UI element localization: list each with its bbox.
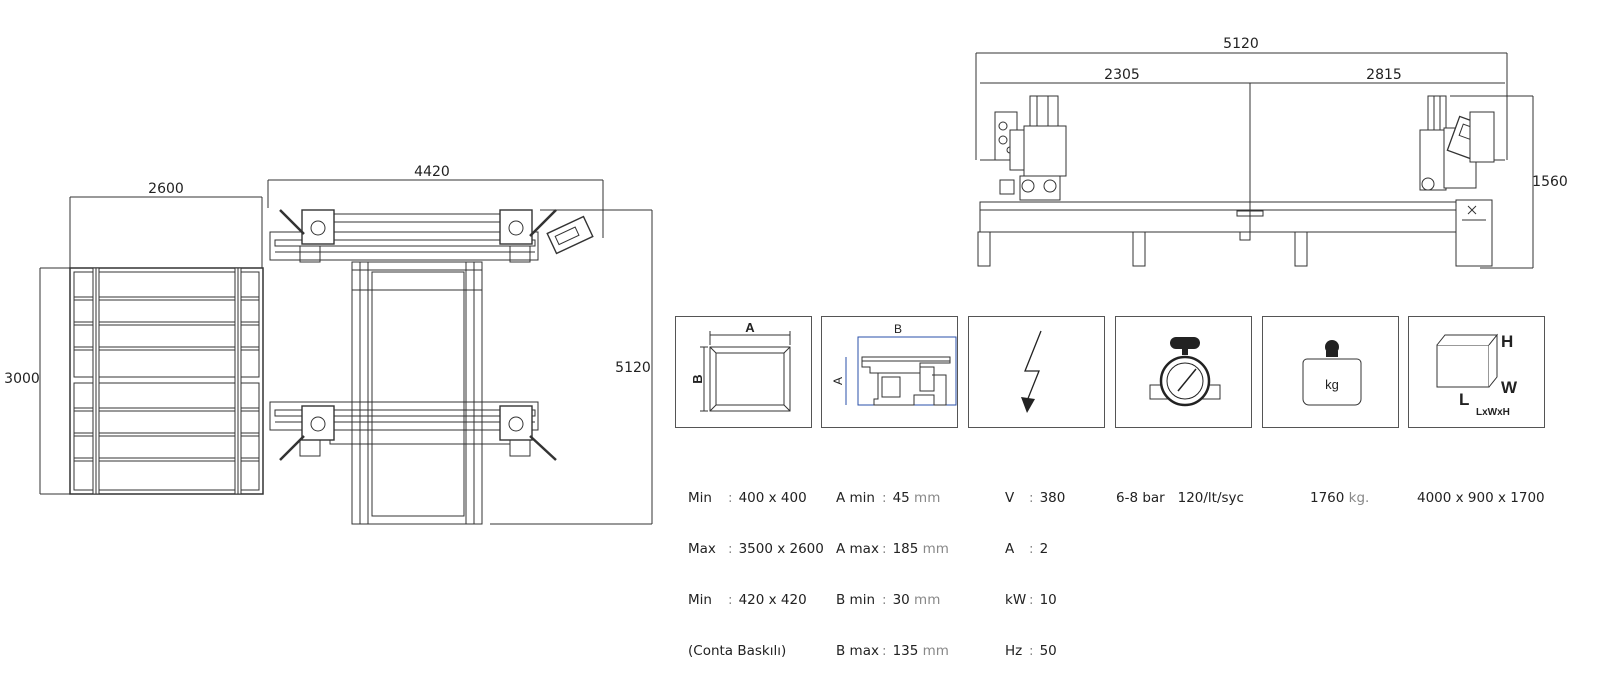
weight-icon-box: kg (1262, 316, 1399, 428)
profile-spec-label: A max (836, 541, 879, 557)
frame-spec-note: (Conta Baskılı) (688, 643, 787, 659)
dim-width-left: 2600 (148, 181, 184, 197)
electric-spec-value: 380 (1039, 490, 1066, 506)
frame-size-spec: Min:400 x 400 Max:3500 x 2600 Min:420 x … (688, 490, 824, 659)
box-label-l: L (1459, 390, 1469, 409)
profile-spec-value: 30 (892, 592, 910, 608)
box-dimensions-icon-box: H W L LxWxH (1408, 316, 1545, 428)
top-view-drawing (39, 179, 653, 525)
technical-drawing: 2600 4420 3000 5120 (4, 36, 1568, 525)
profile-spec-label: A min (836, 490, 875, 506)
profile-size-icon-box: B A (821, 316, 958, 428)
box-icon: H W L LxWxH (1436, 332, 1518, 418)
frame-spec-label: Max (688, 541, 716, 557)
profile-spec-label: B max (836, 643, 879, 659)
electric-spec-label: A (1005, 541, 1015, 557)
weight-value: 1760 (1310, 490, 1345, 506)
profile-spec-unit: mm (922, 541, 949, 557)
electric-spec-value: 50 (1039, 643, 1057, 659)
dimensions-spec: 4000 x 900 x 1700 (1417, 456, 1545, 524)
frame-spec-value: 3500 x 2600 (738, 541, 824, 557)
dim-height-main: 5120 (615, 360, 651, 376)
pressure-gauge-icon (1149, 337, 1221, 407)
profile-spec-value: 185 (892, 541, 919, 557)
profile-spec-unit: mm (914, 592, 941, 608)
dim-right: 2815 (1366, 67, 1402, 83)
electric-spec-label: Hz (1005, 643, 1023, 659)
frame-spec-label: Min (688, 592, 712, 608)
profile-size-icon: B A (831, 322, 957, 406)
weight-icon: kg (1302, 340, 1362, 406)
profile-spec-value: 45 (892, 490, 910, 506)
profile-label-a: A (831, 377, 845, 385)
profile-spec-unit: mm (922, 643, 949, 659)
frame-size-icon-box: A B (675, 316, 812, 428)
electric-spec-value: 2 (1039, 541, 1049, 557)
dim-left: 2305 (1104, 67, 1140, 83)
profile-size-spec: A min:45 mm A max:185 mm B min:30 mm B m… (836, 490, 949, 659)
box-label-w: W (1501, 378, 1518, 397)
lightning-icon (1021, 330, 1042, 413)
weight-spec: 1760 kg. (1310, 456, 1369, 524)
profile-spec-value: 135 (892, 643, 919, 659)
profile-spec-unit: mm (914, 490, 941, 506)
dim-width-main: 4420 (414, 164, 450, 180)
electric-spec-label: V (1005, 490, 1015, 506)
frame-spec-value: 400 x 400 (738, 490, 807, 506)
air-pressure-value: 6-8 bar (1116, 490, 1165, 506)
side-view-drawing (975, 52, 1534, 269)
profile-spec-label: B min (836, 592, 876, 608)
box-label-h: H (1501, 332, 1513, 351)
air-consumption-value: 120/lt/syc (1177, 490, 1244, 506)
frame-label-a: A (745, 320, 755, 335)
box-label-lwh: LxWxH (1476, 407, 1510, 418)
dim-height: 1560 (1532, 174, 1568, 190)
weight-unit: kg. (1348, 490, 1370, 506)
electric-spec-value: 10 (1039, 592, 1057, 608)
frame-spec-value: 420 x 420 (738, 592, 807, 608)
dim-total: 5120 (1223, 36, 1259, 52)
air-pressure-icon-box (1115, 316, 1252, 428)
frame-spec-label: Min (688, 490, 712, 506)
weight-icon-unit: kg (1325, 377, 1339, 392)
air-spec: 6-8 bar 120/lt/syc (1116, 456, 1244, 524)
profile-label-b: B (894, 322, 902, 336)
electric-spec-label: kW (1005, 592, 1027, 608)
frame-size-icon: A B (690, 320, 791, 412)
dim-height-left: 3000 (4, 371, 40, 387)
frame-label-b: B (690, 374, 705, 383)
electric-spec: V:380 A:2 kW:10 Hz:50 (1005, 490, 1066, 659)
dimensions-value: 4000 x 900 x 1700 (1417, 490, 1545, 506)
electric-icon-box (968, 316, 1105, 428)
